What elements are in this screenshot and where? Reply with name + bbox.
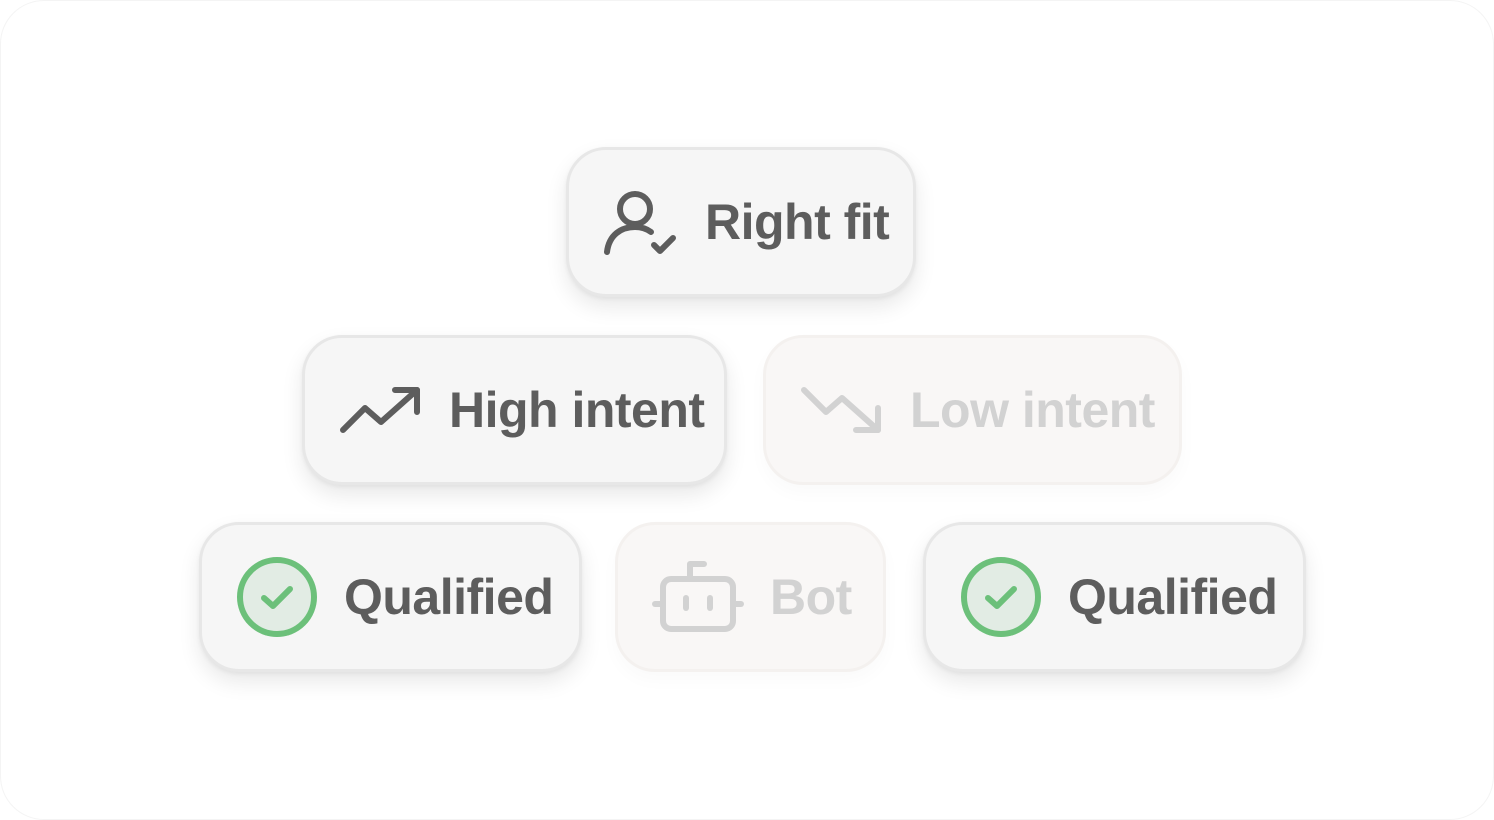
- qualified-label: Qualified: [1068, 569, 1278, 625]
- high-intent-tag[interactable]: High intent: [302, 335, 727, 485]
- qualified-tag[interactable]: Qualified: [923, 522, 1306, 672]
- trend-up-icon: [339, 384, 423, 436]
- qualified-label: Qualified: [344, 569, 554, 625]
- right-fit-label: Right fit: [705, 194, 890, 250]
- robot-icon: [652, 559, 744, 635]
- trend-down-icon: [800, 384, 884, 436]
- low-intent-tag[interactable]: Low intent: [763, 335, 1182, 485]
- user-check-icon: [603, 187, 679, 257]
- low-intent-label: Low intent: [910, 382, 1155, 438]
- check-circle-icon: [960, 556, 1042, 638]
- right-fit-tag[interactable]: Right fit: [566, 147, 916, 297]
- qualified-tag[interactable]: Qualified: [199, 522, 582, 672]
- bot-label: Bot: [770, 569, 852, 625]
- bot-tag[interactable]: Bot: [615, 522, 886, 672]
- high-intent-label: High intent: [449, 382, 705, 438]
- check-circle-icon: [236, 556, 318, 638]
